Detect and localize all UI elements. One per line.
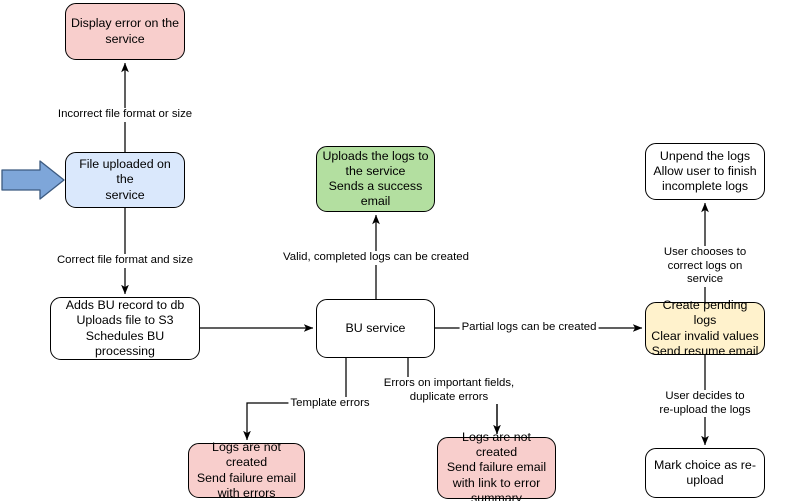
edge-label-valid-completed-logs: Valid, completed logs can be created [281,251,471,265]
node-display-error[interactable]: Display error on the service [65,3,185,60]
edge-label-errors-on-important-fields: Errors on important fields, duplicate er… [381,377,517,404]
edge-label-template-errors: Template errors [288,397,372,411]
node-unpend-the-logs[interactable]: Unpend the logs Allow user to finish inc… [645,143,765,200]
external-input-arrow [1,160,65,200]
edge-label-user-chooses-to-correct-logs: User chooses to correct logs on service [657,246,753,287]
edge-label-user-decides-to-re-upload: User decides to re-upload the logs [657,390,753,417]
node-bu-service[interactable]: BU service [316,299,435,358]
node-file-uploaded-on-the-service[interactable]: File uploaded on the service [65,152,185,208]
node-uploads-the-logs-to-the-service[interactable]: Uploads the logs to the service Sends a … [316,146,435,212]
edge-label-incorrect-file-format: Incorrect file format or size [55,108,195,122]
node-adds-bu-record-to-db[interactable]: Adds BU record to db Uploads file to S3 … [50,297,200,360]
node-mark-choice-as-re-upload[interactable]: Mark choice as re- upload [645,448,765,498]
node-logs-not-created-with-errors[interactable]: Logs are not created Send failure email … [188,440,305,500]
node-create-pending-logs[interactable]: Create pending logs Clear invalid values… [645,298,765,358]
edge-label-correct-file-format: Correct file format and size [54,254,196,268]
edge-label-partial-logs-can-be-created: Partial logs can be created [459,321,599,335]
node-logs-not-created-with-error-summary[interactable]: Logs are not created Send failure email … [437,430,556,501]
